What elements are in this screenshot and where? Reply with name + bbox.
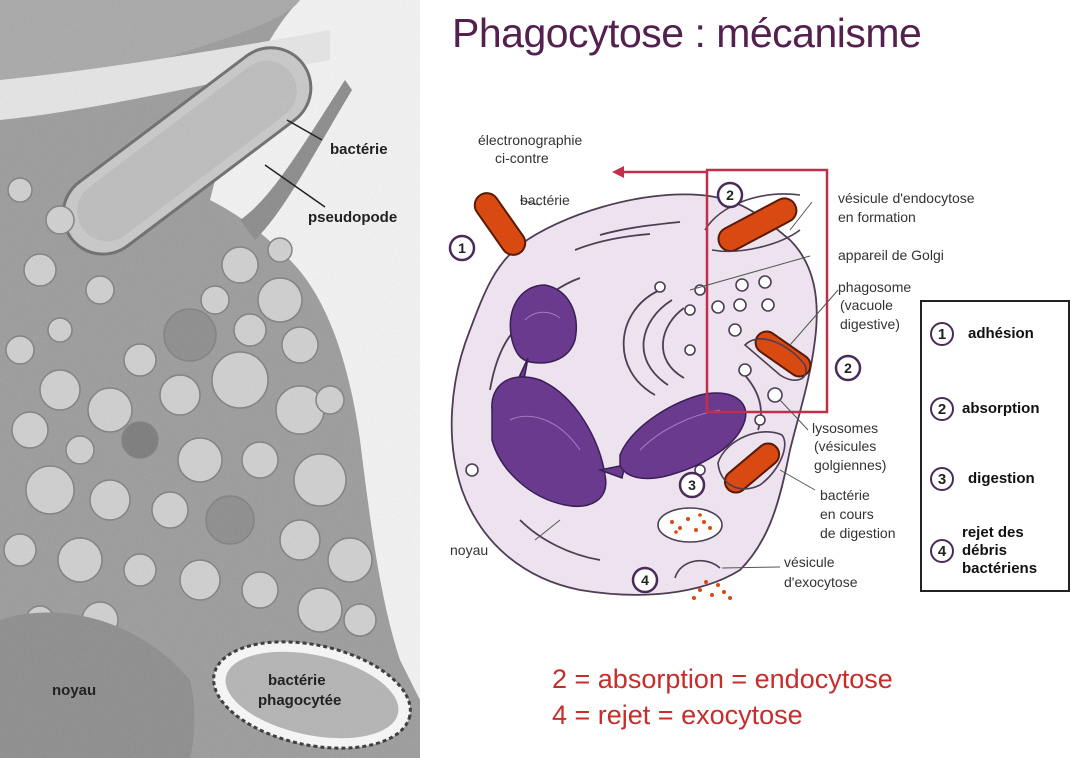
legend-label-1: adhésion (968, 325, 1034, 343)
legend-item-3: 3 digestion (930, 467, 1035, 491)
legend-box: 1 adhésion 2 absorption 3 digestion 4 re… (920, 300, 1070, 592)
label-electron-1: électronographie (478, 132, 583, 148)
label-lysosomes-3: golgiennes) (814, 457, 886, 473)
step-3: 3 (688, 477, 696, 493)
legend-label-2: absorption (962, 400, 1040, 418)
label-golgi: appareil de Golgi (838, 247, 944, 263)
legend-num-1: 1 (930, 322, 954, 346)
legend-label-4-line3: bactériens (962, 560, 1037, 578)
label-digestion-2: en cours (820, 506, 874, 522)
step-2a: 2 (726, 187, 734, 203)
label-lysosomes-2: (vésicules (814, 438, 876, 454)
equation-endocytose: 2 = absorption = endocytose (552, 664, 893, 695)
label-phagosome-3: digestive) (840, 316, 900, 332)
label-exo-1: vésicule (784, 554, 835, 570)
legend-label-3: digestion (968, 470, 1035, 488)
label-digestion-3: de digestion (820, 525, 896, 541)
digestive-vacuole (658, 508, 722, 542)
label-vesicule-endo-2: en formation (838, 209, 916, 225)
label-electron-2: ci-contre (495, 150, 549, 166)
label-digestion-1: bactérie (820, 487, 870, 503)
label-lysosomes-1: lysosomes (812, 420, 878, 436)
equation-exocytose: 4 = rejet = exocytose (552, 700, 803, 731)
legend-num-3: 3 (930, 467, 954, 491)
label-bacterie-diagram: bactérie (520, 192, 570, 208)
legend-label-4-line2: débris (962, 542, 1037, 560)
page-title: Phagocytose : mécanisme (452, 10, 921, 57)
legend-label-4-line1: rejet des (962, 524, 1037, 542)
frame-arrow (612, 166, 624, 178)
step-4: 4 (641, 572, 649, 588)
label-noyau-diagram: noyau (450, 542, 488, 558)
label-phagosome-1: phagosome (838, 279, 911, 295)
legend-label-4: rejet des débris bactériens (962, 524, 1037, 578)
legend-item-2: 2 absorption (930, 397, 1040, 421)
step-1: 1 (458, 240, 466, 256)
legend-num-4: 4 (930, 539, 954, 563)
legend-num-2: 2 (930, 397, 954, 421)
label-exo-2: d'exocytose (784, 574, 858, 590)
step-2b: 2 (844, 360, 852, 376)
label-phagosome-2: (vacuole (840, 297, 893, 313)
label-vesicule-endo-1: vésicule d'endocytose (838, 190, 975, 206)
legend-item-1: 1 adhésion (930, 322, 1034, 346)
legend-item-4: 4 rejet des débris bactériens (930, 524, 1037, 578)
